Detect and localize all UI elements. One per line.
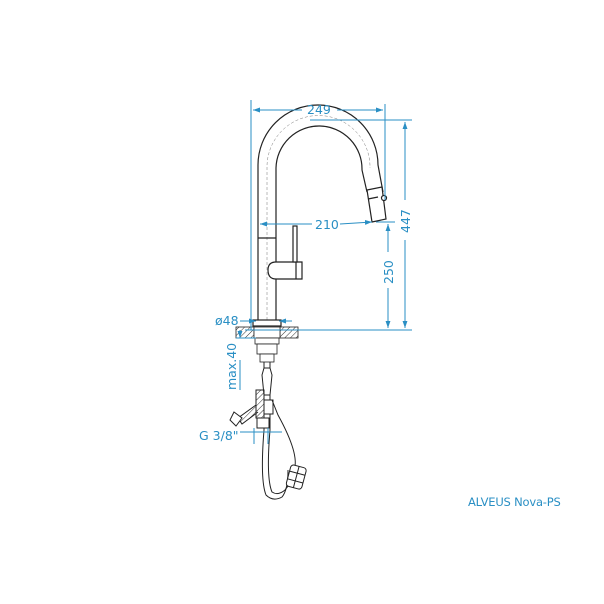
dimension-overall-height: 447: [398, 209, 413, 233]
dimension-max-deck-thickness: max.40: [224, 343, 239, 390]
dimension-lines: [236, 100, 412, 444]
product-name-label: ALVEUS Nova-PS: [468, 495, 561, 509]
dimension-spout-reach: 210: [315, 217, 339, 232]
dimension-outlet-height: 250: [381, 260, 396, 284]
dimension-overall-reach: 249: [307, 102, 331, 117]
mounting-gaskets: [235, 326, 299, 363]
faucet-body: [252, 104, 388, 327]
supply-hoses: [229, 362, 307, 500]
dimension-connection-thread: G 3/8": [199, 428, 239, 443]
dimension-base-diameter: ø48: [215, 313, 239, 328]
